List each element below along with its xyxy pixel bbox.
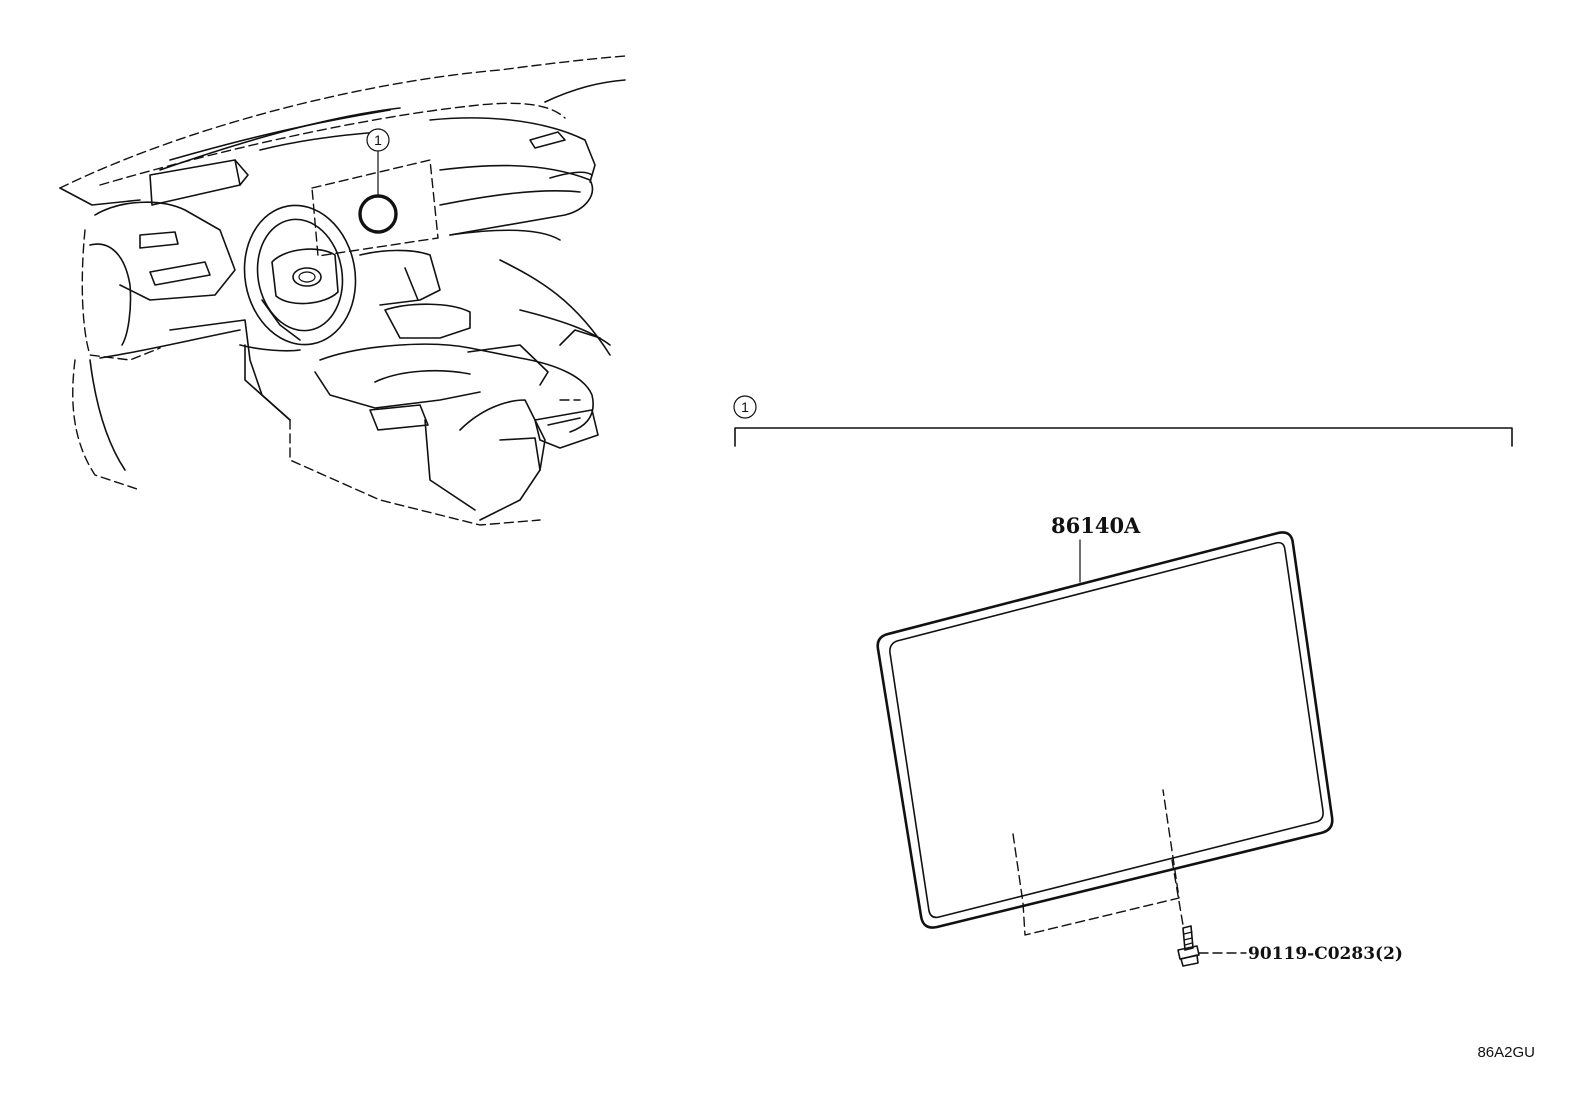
dashboard-overview-illustration: 1 bbox=[59, 55, 626, 526]
callout-circle-overview bbox=[366, 128, 390, 152]
screw-part: 90119-C0283(2) bbox=[1177, 925, 1403, 967]
highlight-circle bbox=[358, 194, 398, 234]
callout-number-group: 1 bbox=[741, 399, 749, 415]
callout-circle-group bbox=[733, 395, 757, 419]
display-assembly: 86140A bbox=[876, 513, 1334, 936]
group-bracket: 1 bbox=[733, 395, 1513, 447]
illustration-code: 86A2GU bbox=[1477, 1044, 1535, 1061]
part-number-screw: 90119-C0283(2) bbox=[1248, 944, 1403, 964]
part-number-display: 86140A bbox=[1051, 513, 1141, 538]
callout-number-overview: 1 bbox=[374, 132, 382, 148]
